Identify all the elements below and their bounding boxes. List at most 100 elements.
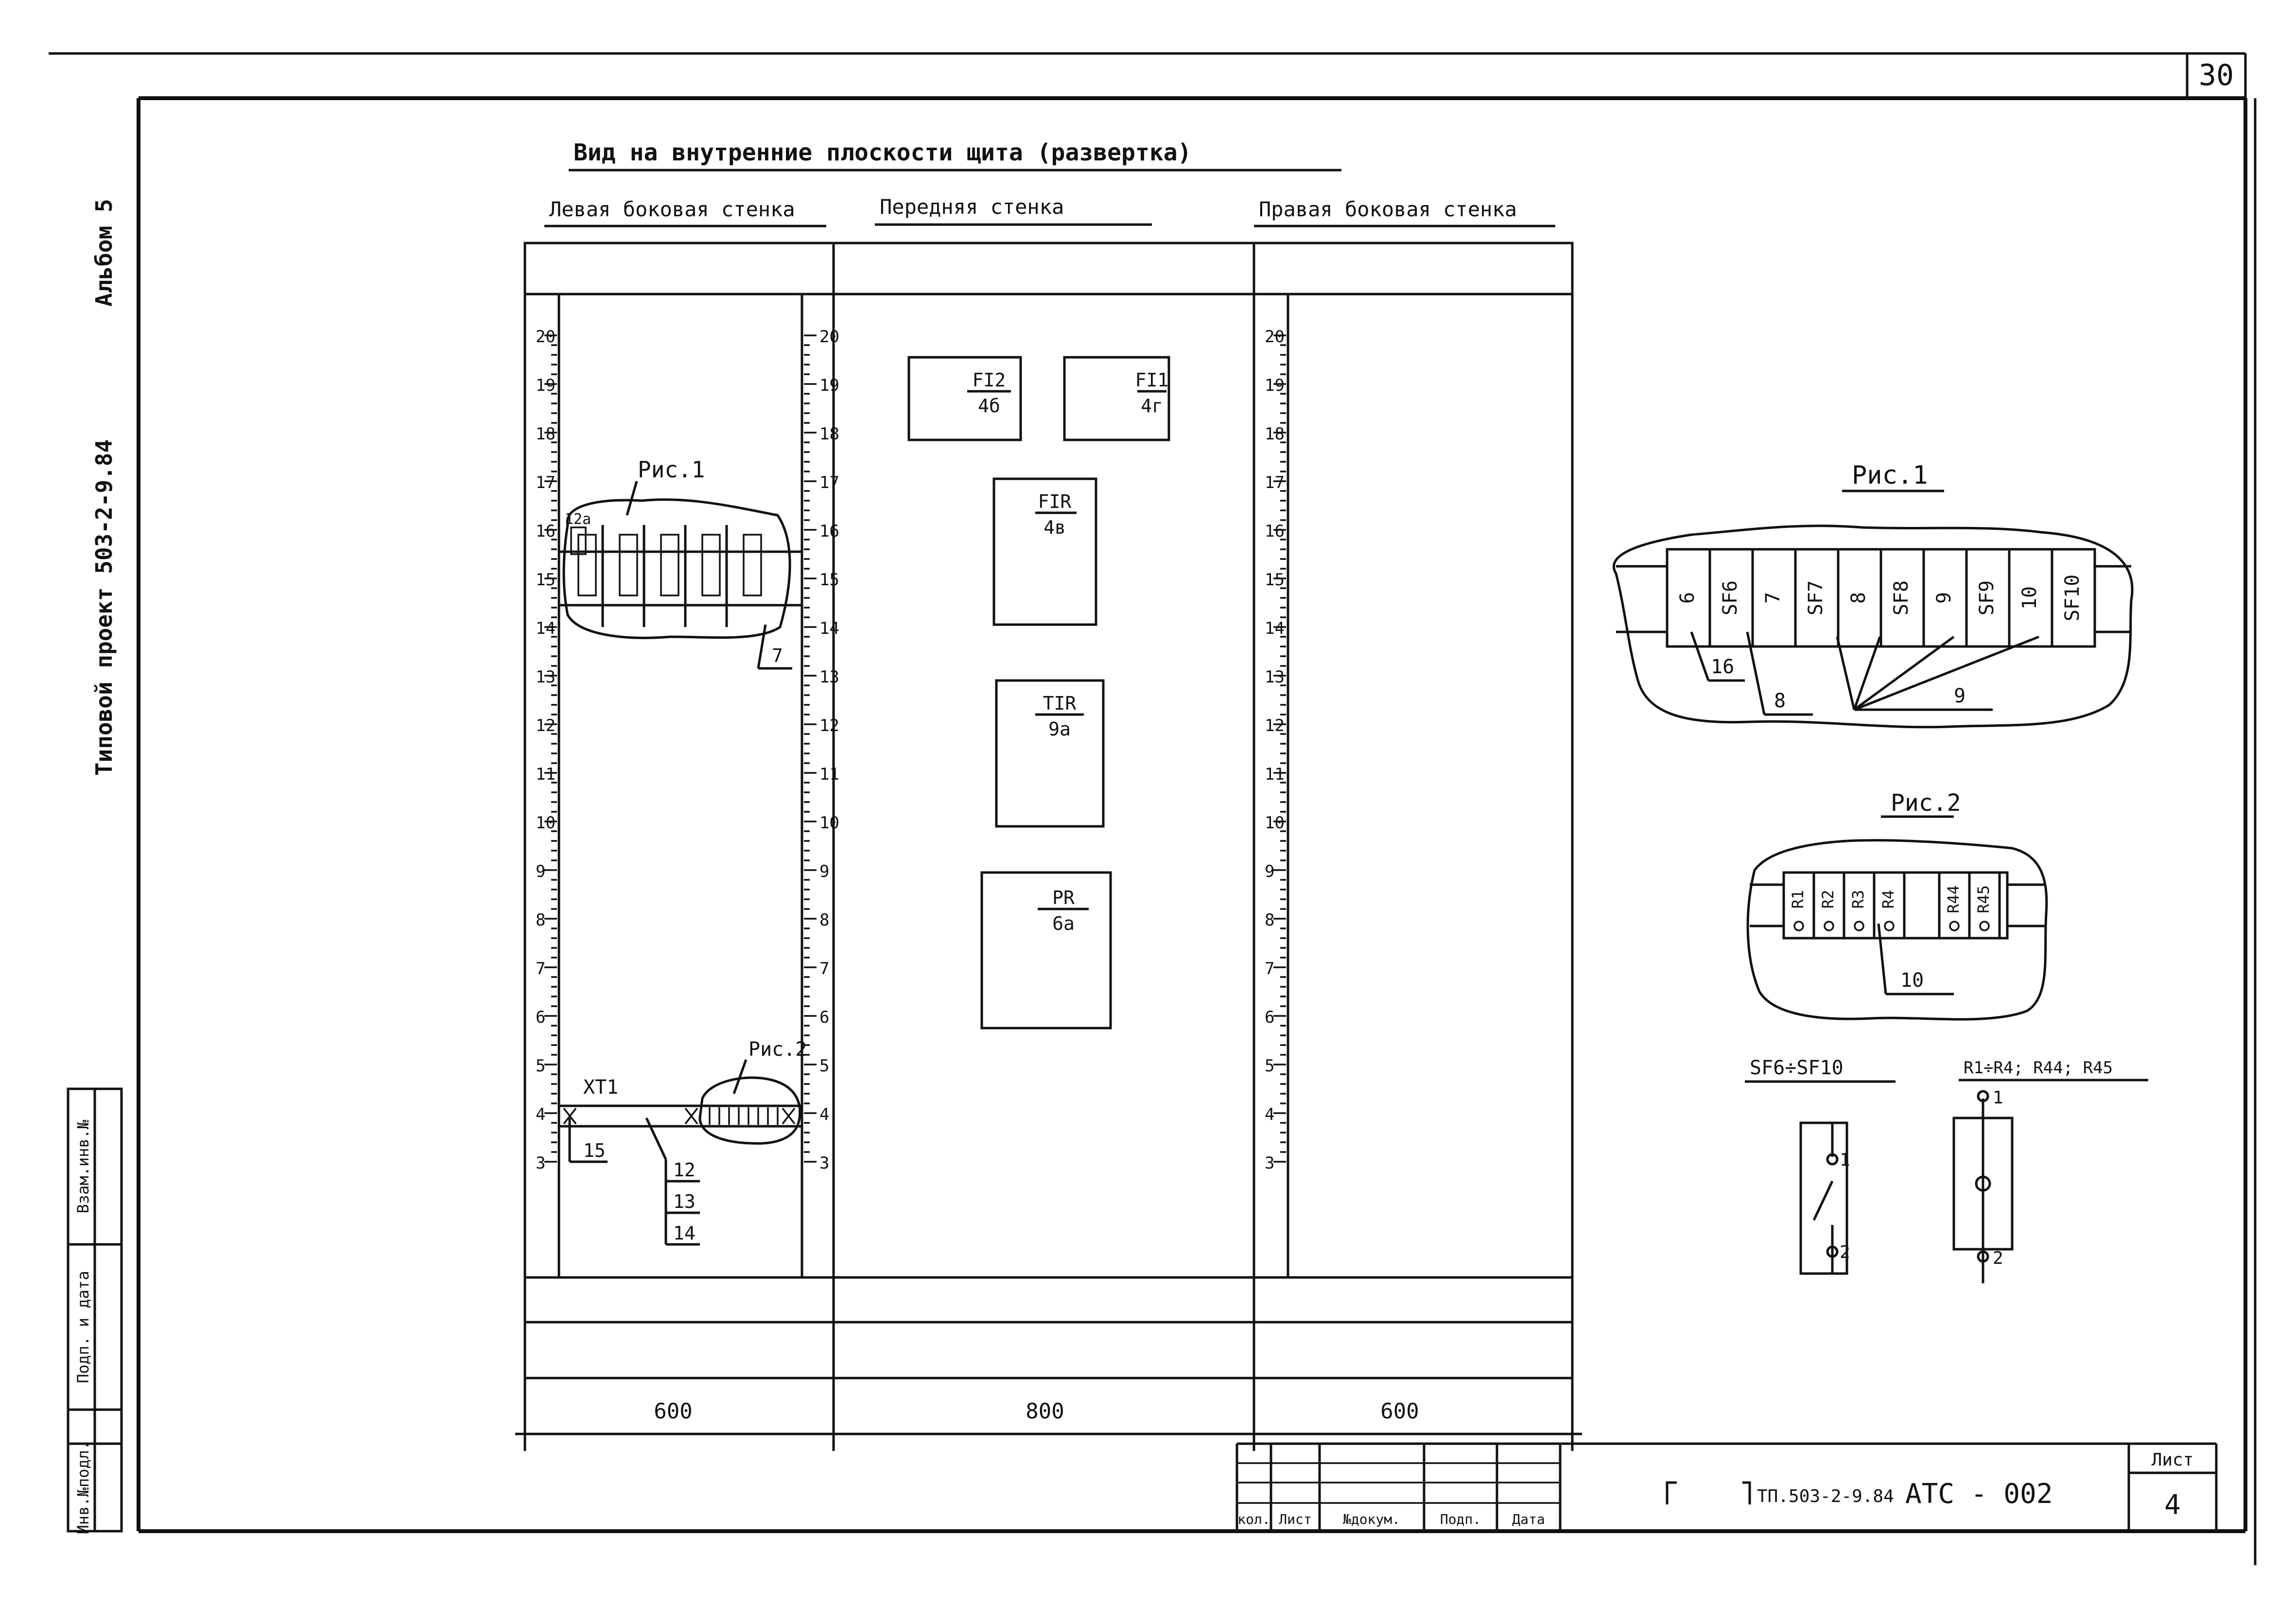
pos-7: 7 xyxy=(772,645,783,666)
fig2-cell-label: R45 xyxy=(1974,885,1993,913)
rail-number: 15 xyxy=(819,570,839,590)
rail-number: 4 xyxy=(536,1105,545,1124)
rail-number: 3 xyxy=(819,1153,829,1173)
rail-number: 13 xyxy=(819,667,839,687)
rail-number: 8 xyxy=(819,910,829,930)
fig1-cell-label: 6 xyxy=(1676,592,1699,604)
rail-number: 18 xyxy=(536,424,556,444)
sheet-number: 4 xyxy=(2164,1489,2181,1521)
rail-number: 19 xyxy=(819,376,839,395)
device-fir-bottom: 4в xyxy=(1044,517,1066,538)
rail-number: 9 xyxy=(1265,862,1274,881)
project-label: Типовой проект 503-2-9.84 xyxy=(91,439,117,776)
r-pin-1: 1 xyxy=(1993,1088,2003,1108)
fig2-title: Рис.2 xyxy=(1891,789,1961,817)
device-tir: TIR 9а xyxy=(995,679,1105,828)
rail-number: 3 xyxy=(536,1153,545,1173)
pos-13: 13 xyxy=(673,1191,696,1212)
fig2-cell-label: R2 xyxy=(1819,890,1837,909)
signature-strip xyxy=(67,1087,123,1533)
rail-number: 9 xyxy=(819,862,829,881)
sf-pin-1: 1 xyxy=(1840,1150,1850,1170)
page-number: 30 xyxy=(2199,58,2234,92)
doc-code: ТП.503-2-9.84 xyxy=(1757,1486,1894,1506)
title-block xyxy=(1235,1442,2218,1531)
dimension-line xyxy=(515,1378,1582,1451)
fig1-cell-label: SF10 xyxy=(2061,575,2084,621)
rail-number: 5 xyxy=(536,1056,545,1076)
r-pin-2: 2 xyxy=(1993,1248,2003,1268)
device-fir: FIR 4в xyxy=(992,477,1097,626)
rail-number: 12 xyxy=(819,716,839,735)
rail-number: 10 xyxy=(536,813,556,833)
fig2-terminal-circle xyxy=(1979,921,1990,931)
fig2-cell-label: R3 xyxy=(1849,890,1867,909)
dim-front: 800 xyxy=(1026,1399,1064,1424)
rail-number: 8 xyxy=(1265,910,1274,930)
rail-number: 12 xyxy=(1265,716,1285,735)
rail-number: 5 xyxy=(1265,1056,1274,1076)
device-fir-top: FIR xyxy=(1038,491,1072,512)
stamp-col-doc: №докум. xyxy=(1343,1511,1400,1527)
rail-number: 15 xyxy=(1265,570,1285,590)
doc-suffix: АТС - 002 xyxy=(1905,1478,2052,1510)
rail-number: 7 xyxy=(536,959,545,978)
device-pr: PR 6а xyxy=(980,871,1112,1030)
pos-14: 14 xyxy=(673,1223,696,1244)
rail-number: 17 xyxy=(536,473,556,492)
front-wall-heading: Передняя стенка xyxy=(880,195,1064,219)
rail-number: 18 xyxy=(819,424,839,444)
rail-number: 7 xyxy=(819,959,829,978)
rail-number: 7 xyxy=(1265,959,1274,978)
device-tir-top: TIR xyxy=(1043,693,1077,714)
terminal-block-xt1: ХТ1 xyxy=(583,1076,618,1099)
device-tir-bottom: 9а xyxy=(1048,718,1071,740)
rail-number: 4 xyxy=(1265,1105,1274,1124)
strip-replace-label: Взам.инв.№ xyxy=(74,1119,92,1213)
rail-number: 18 xyxy=(1265,424,1285,444)
device-pr-top: PR xyxy=(1052,887,1075,908)
rail-number: 11 xyxy=(819,765,839,784)
rail-number: 6 xyxy=(536,1008,545,1027)
strip-inv-label: Инв.№подл. xyxy=(74,1441,92,1535)
rail-number: 10 xyxy=(819,813,839,833)
fig2-cell-label: R1 xyxy=(1789,890,1807,909)
fig2-terminal-circle xyxy=(1854,921,1864,931)
fig1-ref: Рис.1 xyxy=(638,456,705,483)
fig1-leaders xyxy=(1690,631,2039,716)
rail-number: 9 xyxy=(536,862,545,881)
fig1-leader-8: 8 xyxy=(1774,690,1786,712)
r-symbol-label: R1÷R4; R44; R45 xyxy=(1964,1058,2113,1078)
stamp-col-date: Дата xyxy=(1512,1511,1545,1527)
fig1-cell-label: SF6 xyxy=(1719,580,1741,615)
sf-symbol-label: SF6÷SF10 xyxy=(1750,1057,1844,1079)
rail-number: 12 xyxy=(536,716,556,735)
mounting-rails: 2019181716151413121110987654320191817161… xyxy=(536,327,1286,1173)
device-fi1: FI1 4г xyxy=(1063,356,1170,441)
resistor-symbol xyxy=(1952,1079,2148,1283)
figure-1 xyxy=(1612,489,2134,729)
fig2-cell-label: R44 xyxy=(1944,885,1963,913)
sf-switch-symbol xyxy=(1745,1080,1896,1275)
rail-number: 6 xyxy=(1265,1008,1274,1027)
stamp-col-list: Лист xyxy=(1279,1511,1311,1527)
rail-number: 17 xyxy=(1265,473,1285,492)
rail-number: 13 xyxy=(1265,667,1285,687)
sf-pin-2: 2 xyxy=(1840,1242,1850,1262)
stamp-col-izm: кол. xyxy=(1237,1511,1270,1527)
fig2-terminal-circle xyxy=(1824,921,1834,931)
fig2-ref: Рис.2 xyxy=(748,1038,807,1061)
pos-12a: 12а xyxy=(565,511,591,528)
device-fi1-bottom: 4г xyxy=(1141,395,1163,417)
rail-number: 20 xyxy=(1265,327,1285,347)
rail-number: 14 xyxy=(536,619,556,638)
fig1-title: Рис.1 xyxy=(1852,461,1928,490)
figure-2 xyxy=(1746,815,2048,1021)
device-fi2: FI2 4б xyxy=(907,356,1022,441)
rail-number: 16 xyxy=(1265,522,1285,541)
fig1-cell-label: SF7 xyxy=(1805,580,1827,615)
rail-number: 14 xyxy=(1265,619,1285,638)
fig1-cell-label: 9 xyxy=(1933,592,1955,604)
fig2-terminal-circle xyxy=(1793,921,1804,931)
